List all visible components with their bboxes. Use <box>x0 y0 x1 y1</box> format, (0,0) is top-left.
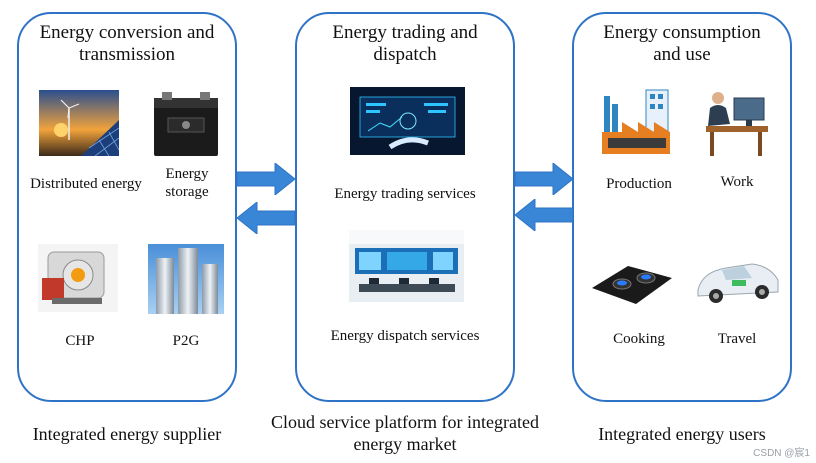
work-image <box>700 84 772 158</box>
users-panel: Energy consumption and use <box>572 12 792 402</box>
users-title: Energy consumption and use <box>603 22 761 65</box>
users-caption: Integrated energy users <box>598 424 766 444</box>
production-image <box>600 86 672 156</box>
supplier-panel: Energy conversion and transmission <box>17 12 237 402</box>
arrow-users-to-platform <box>515 199 573 231</box>
cooking-image <box>588 258 676 308</box>
dispatch-services-label: Energy dispatch services <box>330 328 480 344</box>
cooking-label: Cooking <box>613 331 665 347</box>
platform-caption-text: Cloud service platform for integrated en… <box>271 412 539 454</box>
energy-storage-image <box>148 88 224 160</box>
watermark: CSDN @宸1 <box>753 448 810 459</box>
platform-caption: Cloud service platform for integrated en… <box>270 411 540 455</box>
arrow-platform-to-supplier <box>237 202 295 234</box>
chp-label: CHP <box>65 333 95 349</box>
trading-services-label: Energy trading services <box>334 186 476 202</box>
dispatch-services-image <box>349 230 464 302</box>
distributed-energy-image <box>39 90 119 156</box>
p2g-image <box>148 244 224 314</box>
supplier-title: Energy conversion and transmission <box>39 22 215 65</box>
chp-image <box>38 244 118 312</box>
trading-services-image <box>350 87 465 155</box>
platform-panel: Energy trading and dispatch <box>295 12 515 402</box>
travel-label: Travel <box>717 331 757 347</box>
work-label: Work <box>720 174 754 190</box>
arrow-platform-to-users <box>515 163 573 195</box>
production-label: Production <box>606 176 672 192</box>
arrow-supplier-to-platform <box>237 163 295 195</box>
distributed-energy-label: Distributed energy <box>30 176 142 192</box>
platform-title: Energy trading and dispatch <box>332 22 478 65</box>
supplier-caption: Integrated energy supplier <box>32 424 222 444</box>
travel-image <box>692 250 782 308</box>
energy-storage-label: Energy storage <box>165 166 209 200</box>
p2g-label: P2G <box>172 333 200 349</box>
